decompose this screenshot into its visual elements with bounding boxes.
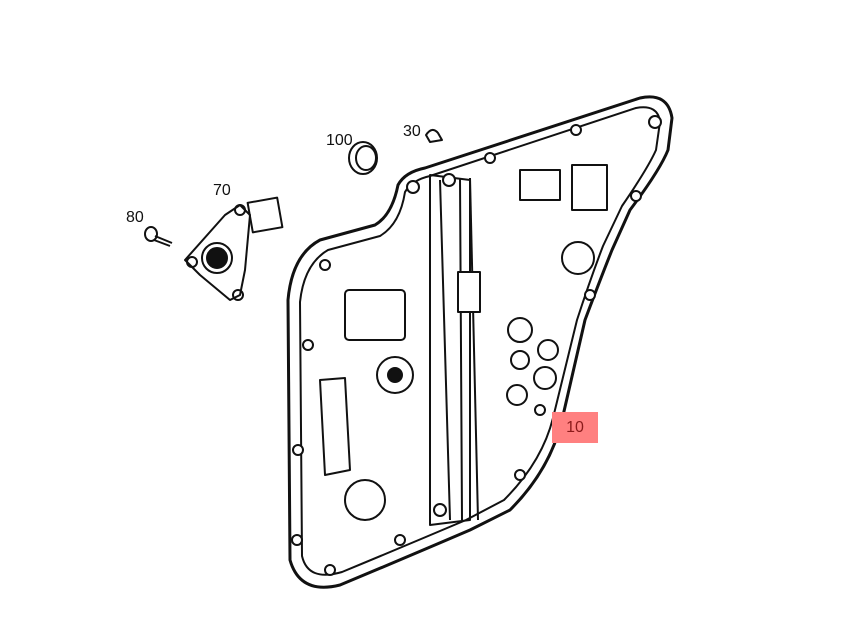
clip-part-30 <box>425 129 443 143</box>
callout-100[interactable]: 100 <box>326 132 353 149</box>
callout-70[interactable]: 70 <box>213 182 231 199</box>
plug-part-100 <box>348 141 378 175</box>
callout-10-highlighted[interactable]: 10 <box>552 412 598 443</box>
callout-80[interactable]: 80 <box>126 209 144 226</box>
callout-30[interactable]: 30 <box>403 123 421 140</box>
window-motor-part-70 <box>184 196 284 301</box>
door-module-carrier-part-10 <box>286 95 674 589</box>
screw-part-80 <box>144 226 173 247</box>
